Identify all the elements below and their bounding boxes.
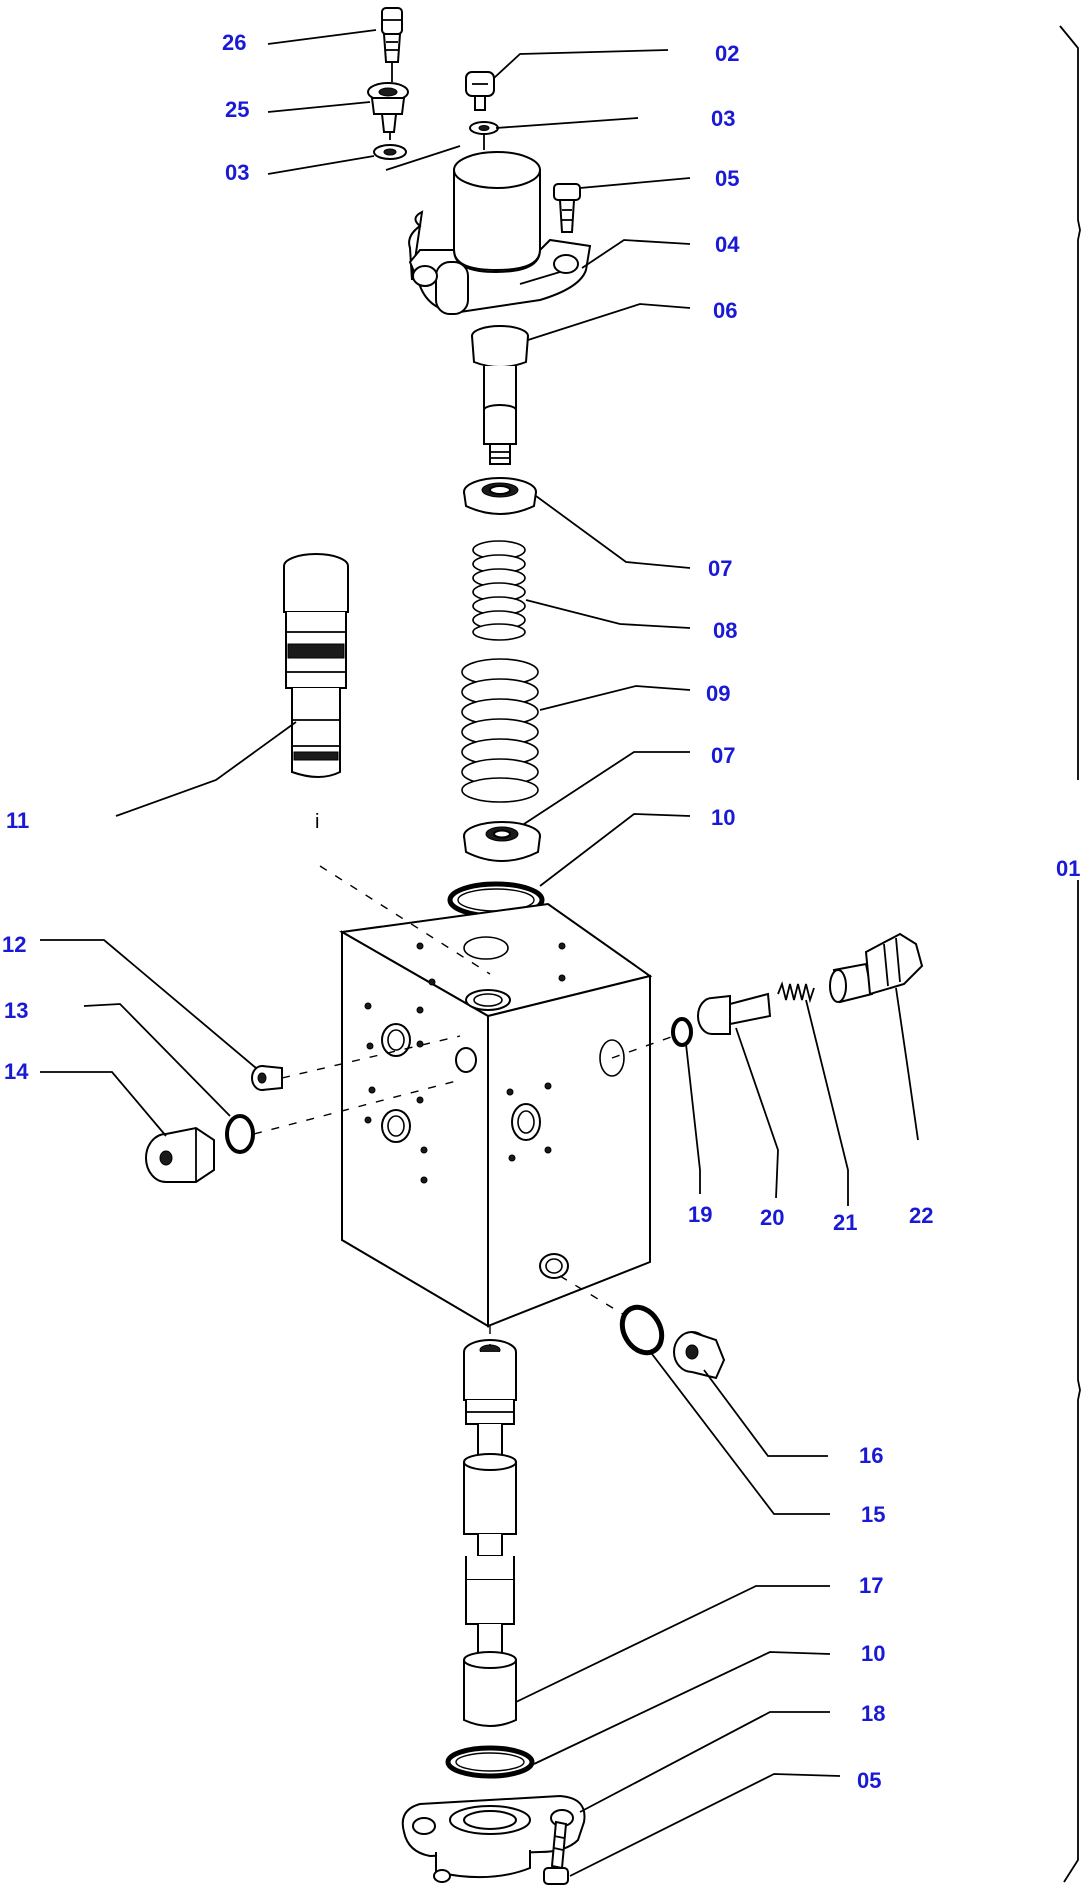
callout-08: 08 — [713, 618, 737, 643]
part-04-solenoid — [408, 151, 592, 315]
callout-13: 13 — [4, 998, 28, 1023]
part-14-plug — [145, 1126, 215, 1183]
callout-11: 11 — [6, 808, 29, 833]
part-02-bolt — [465, 71, 495, 111]
part-12-plug — [251, 1065, 283, 1091]
part-07-spring-seat-top — [463, 477, 537, 515]
callout-18: 18 — [861, 1701, 885, 1726]
part-20-poppet — [697, 992, 772, 1035]
callout-04: 04 — [715, 232, 740, 257]
part-05-screw-top — [553, 183, 581, 233]
part-18-end-cap — [401, 1794, 586, 1883]
callout-20: 20 — [760, 1205, 784, 1230]
part-05-screw-bottom — [543, 1820, 569, 1885]
part-11-cartridge-valve — [283, 553, 349, 778]
callout-25: 25 — [225, 97, 249, 122]
part-22-plug — [829, 932, 924, 1004]
callout-labels: 26 25 03 02 03 05 04 06 07 08 09 07 10 1… — [2, 30, 1080, 1793]
callout-07-lower: 07 — [711, 743, 735, 768]
callout-05-bottom: 05 — [857, 1768, 881, 1793]
part-26-bolt — [381, 7, 403, 82]
part-10-o-ring-lower — [445, 1745, 535, 1779]
callout-02: 02 — [715, 41, 739, 66]
callout-07-top: 07 — [708, 556, 732, 581]
part-06-plunger — [471, 325, 529, 465]
callout-17: 17 — [859, 1573, 883, 1598]
callout-21: 21 — [833, 1210, 857, 1235]
part-07-spring-seat-lower — [463, 821, 541, 862]
part-19-o-ring — [671, 1017, 693, 1047]
valve-body-block — [338, 902, 653, 1328]
part-09-spring-large — [461, 658, 539, 803]
callout-03-left: 03 — [225, 160, 249, 185]
part-15-o-ring — [619, 1304, 665, 1356]
callout-16: 16 — [859, 1443, 883, 1468]
stray-mark: i — [315, 811, 319, 833]
callout-05-top: 05 — [715, 166, 739, 191]
part-21-spring — [777, 981, 815, 1004]
part-16-plug — [673, 1331, 726, 1380]
callout-19: 19 — [688, 1202, 712, 1227]
callout-10-upper: 10 — [711, 805, 735, 830]
callout-15: 15 — [861, 1502, 885, 1527]
part-08-spring-small — [472, 540, 526, 641]
part-13-o-ring — [225, 1114, 255, 1154]
part-03-washer-top-left — [373, 144, 407, 160]
assembly-axis-lines — [253, 865, 675, 1346]
leader-lines — [40, 29, 919, 1877]
callout-22: 22 — [909, 1203, 933, 1228]
callout-09: 09 — [706, 681, 730, 706]
callout-10-lower: 10 — [861, 1641, 885, 1666]
part-25-fitting — [367, 82, 409, 140]
assembly-bracket — [1059, 25, 1081, 1883]
callout-12: 12 — [2, 932, 26, 957]
callout-14: 14 — [4, 1059, 29, 1084]
part-17-spool — [463, 1339, 517, 1727]
callout-03-right: 03 — [711, 106, 735, 131]
part-03-washer-top — [469, 121, 499, 150]
callout-06: 06 — [713, 298, 737, 323]
callout-26: 26 — [222, 30, 246, 55]
callout-01: 01 — [1056, 856, 1080, 881]
